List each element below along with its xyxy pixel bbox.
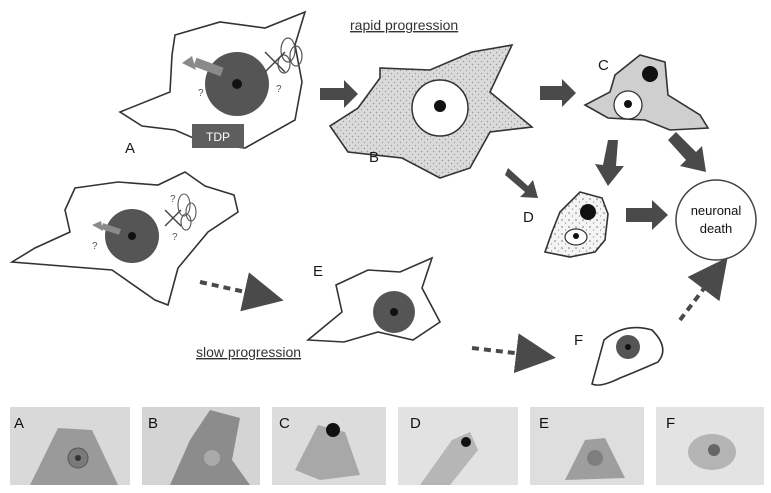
tdp-label: TDP bbox=[206, 130, 230, 144]
label-b: B bbox=[369, 149, 379, 166]
label-c: C bbox=[598, 57, 609, 74]
micrograph-c: C bbox=[272, 407, 386, 485]
cell-a-bottom: ? ? ? bbox=[12, 172, 238, 305]
cell-e bbox=[308, 258, 440, 342]
label-e: E bbox=[313, 263, 323, 280]
arrow-a-to-e bbox=[200, 282, 268, 297]
death-label-line2: death bbox=[700, 221, 733, 236]
arrow-d-to-death bbox=[626, 200, 668, 230]
label-a: A bbox=[125, 140, 135, 157]
cell-d bbox=[545, 192, 608, 257]
micrograph-strip: A B C D E bbox=[10, 407, 764, 485]
micrograph-b: B bbox=[142, 407, 260, 485]
micrograph-label-d: D bbox=[410, 415, 421, 432]
death-label-line1: neuronal bbox=[691, 203, 742, 218]
arrow-c-to-d bbox=[595, 140, 624, 186]
micrograph-label-a: A bbox=[14, 415, 24, 432]
micrograph-a: A bbox=[10, 407, 130, 485]
question-mark: ? bbox=[276, 84, 282, 95]
arrow-b-to-d bbox=[505, 168, 538, 198]
arrow-e-to-f bbox=[472, 348, 540, 356]
neuronal-death-node: neuronal death bbox=[676, 180, 756, 260]
rapid-progression-title: rapid progression bbox=[350, 17, 458, 33]
question-mark: ? bbox=[170, 194, 176, 205]
micrograph-label-c: C bbox=[279, 415, 290, 432]
question-mark: ? bbox=[198, 88, 204, 99]
micrograph-e: E bbox=[530, 407, 644, 485]
cell-b bbox=[330, 45, 532, 178]
micrograph-label-e: E bbox=[539, 415, 549, 432]
slow-progression-title: slow progression bbox=[196, 344, 301, 360]
cell-a-top: ? ? TDP bbox=[120, 12, 305, 148]
label-d: D bbox=[523, 209, 534, 226]
question-mark: ? bbox=[92, 241, 98, 252]
arrow-c-to-death bbox=[668, 132, 706, 172]
micrograph-label-b: B bbox=[148, 415, 158, 432]
question-mark: ? bbox=[172, 232, 178, 243]
label-f: F bbox=[574, 332, 583, 349]
micrograph-label-f: F bbox=[666, 415, 675, 432]
arrow-f-to-death bbox=[680, 270, 718, 320]
arrow-a-to-b bbox=[320, 80, 358, 108]
micrograph-d: D bbox=[398, 407, 518, 485]
arrow-b-to-c bbox=[540, 79, 576, 107]
micrograph-f: F bbox=[656, 407, 764, 485]
cell-f bbox=[592, 328, 663, 386]
